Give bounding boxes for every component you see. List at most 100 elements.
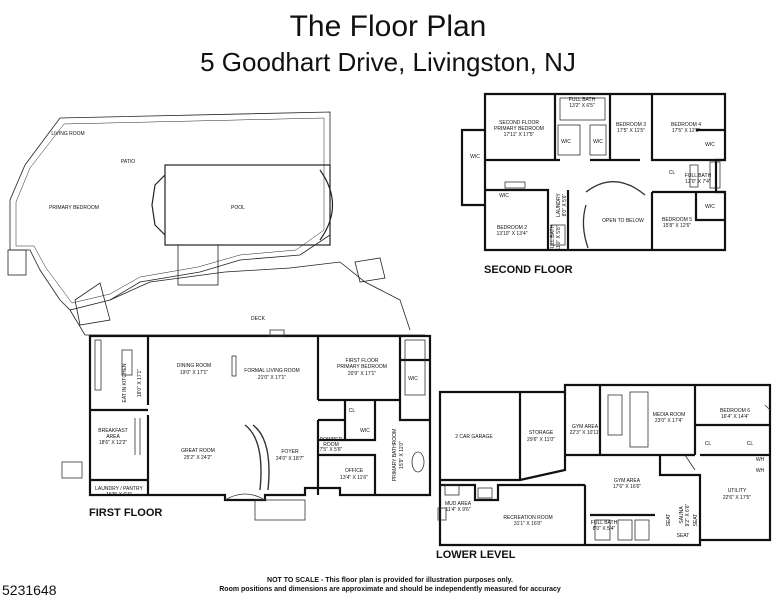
- sf-bedroom-3-dim: 17'5" X 11'5": [617, 128, 645, 134]
- site-patio-label: PATIO: [121, 159, 135, 165]
- breakfast-area-label-2: AREA: [106, 434, 120, 440]
- first-floor-fixtures: [61, 329, 426, 521]
- sf-wic-label-lower: WIC: [499, 193, 509, 199]
- sf-wic-label-right: WIC: [705, 142, 715, 148]
- second-floor-heading: SECOND FLOOR: [484, 264, 573, 276]
- ll-seat-label-3: SEAT: [677, 533, 690, 539]
- disclaimer: NOT TO SCALE - This floor plan is provid…: [160, 576, 620, 594]
- property-address: 5 Goodhart Drive, Livingston, NJ: [200, 47, 576, 77]
- office-label: OFFICE: [345, 468, 364, 474]
- office-dim: 13'4" X 11'6": [340, 475, 368, 481]
- ll-gym-area-label: GYM AREA: [614, 478, 641, 484]
- sf-primary-bedroom-label-2: PRIMARY BEDROOM: [494, 126, 544, 132]
- sf-bedroom-4-dim: 17'5" X 12'6": [672, 128, 700, 134]
- ll-utility-label: UTILITY: [728, 488, 747, 494]
- sf-wic-label-right-2: WIC: [705, 204, 715, 210]
- breakfast-area-dim: 18'6" X 12'2": [99, 440, 127, 446]
- powder-room-dim: 7'5" X 5'6": [320, 447, 343, 453]
- sf-bedroom-2-dim: 13'10" X 13'4": [496, 231, 527, 237]
- ff-primary-bathroom-dim: 15'9" X 11'0": [399, 441, 405, 469]
- ll-gym-area-top-dim: 22'3" X 10'11": [570, 430, 601, 436]
- second-floor-walls: [460, 92, 727, 252]
- sf-wic-label-mid: WIC: [561, 139, 571, 145]
- lower-level-fixtures: [437, 391, 771, 541]
- sf-open-to-below-label: OPEN TO BELOW: [602, 218, 644, 224]
- first-floor-heading: FIRST FLOOR: [89, 507, 162, 519]
- ll-cl-label: CL: [705, 441, 712, 447]
- sf-full-bath-top-dim: 13'2" X 6'5": [569, 103, 595, 109]
- sf-bedroom-5-label: BEDROOM 5: [662, 217, 692, 223]
- ll-wh-label: WH: [756, 457, 765, 463]
- ff-primary-bedroom-label-2: PRIMARY BEDROOM: [337, 364, 387, 370]
- breakfast-area-label: BREAKFAST: [98, 428, 127, 434]
- ll-bedroom-6-label: BEDROOM 6: [720, 408, 750, 414]
- ff-wic-label: WIC: [408, 376, 418, 382]
- foyer-label: FOYER: [281, 449, 299, 455]
- ll-recreation-room-dim: 31'1" X 16'0": [514, 521, 542, 527]
- sf-bedroom-3-label: BEDROOM 3: [616, 122, 646, 128]
- sf-laundry-dim: 8'0" X 5'6": [562, 193, 568, 216]
- ff-primary-bedroom-dim: 20'9" X 17'1": [348, 371, 376, 377]
- ll-recreation-room-label: RECREATION ROOM: [503, 515, 552, 521]
- sf-full-bath-mid-dim: 11'0" X 5'8": [556, 225, 562, 250]
- sf-full-bath-right-dim: 12'0" X 7'4": [685, 179, 711, 185]
- sf-full-bath-top-label: FULL BATH: [569, 97, 596, 103]
- great-room-label: GREAT ROOM: [181, 448, 215, 454]
- dining-room-label: DINING ROOM: [177, 363, 211, 369]
- site-outline: [7, 111, 425, 336]
- ll-full-bath-label: FULL BATH: [591, 520, 618, 526]
- site-pool-label: POOL: [231, 205, 245, 211]
- formal-living-room-label: FORMAL LIVING ROOM: [244, 368, 299, 374]
- sf-bedroom-4-label: BEDROOM 4: [671, 122, 701, 128]
- ll-garage-label: 2 CAR GARAGE: [455, 434, 493, 440]
- powder-room-label: POWDER: [320, 437, 343, 443]
- sf-wic-label-mid-2: WIC: [593, 139, 603, 145]
- eat-in-kitchen-dim: 18'0" X 17'1": [137, 369, 143, 397]
- site-deck-label: DECK: [251, 316, 266, 322]
- disclaimer-line-2: Room positions and dimensions are approx…: [219, 586, 561, 593]
- powder-room-label-2: ROOM: [323, 442, 339, 448]
- sf-primary-bedroom-label-1: SECOND FLOOR: [499, 120, 539, 126]
- sf-full-bath-mid-label: FULL BATH: [550, 224, 556, 251]
- sf-wic-label-left: WIC: [470, 154, 480, 160]
- sf-bedroom-2-label: BEDROOM 2: [497, 225, 527, 231]
- ll-media-room-dim: 23'0" X 17'4": [655, 418, 683, 424]
- laundry-pantry-dim: 15'9" X 6'4": [106, 492, 132, 498]
- site-living-room-label: LIVING ROOM: [51, 131, 84, 137]
- sf-full-bath-right-label: FULL BATH: [685, 173, 712, 179]
- foyer-dim: 24'0" X 18'7": [276, 456, 304, 462]
- ff-cl-label: CL: [349, 408, 356, 414]
- page-title: The Floor Plan: [289, 10, 487, 43]
- lower-level-heading: LOWER LEVEL: [436, 549, 516, 561]
- laundry-pantry-label: LAUNDRY / PANTRY: [95, 486, 143, 492]
- great-room-dim: 25'2" X 24'2": [184, 455, 212, 461]
- ll-gym-area-dim: 17'6" X 16'6": [613, 484, 641, 490]
- ll-seat-label-1: SEAT: [666, 514, 672, 527]
- ll-storage-dim: 29'6" X 11'0": [527, 437, 555, 443]
- listing-id: 5231648: [2, 582, 57, 598]
- disclaimer-line-1: NOT TO SCALE - This floor plan is provid…: [267, 577, 513, 584]
- ff-primary-bedroom-label-1: FIRST FLOOR: [346, 358, 379, 364]
- ll-sauna-dim: 9'2" X 6'6": [685, 503, 691, 526]
- ll-mud-area-dim: 11'4" X 9'6": [445, 507, 470, 513]
- dining-room-dim: 19'0" X 17'1": [180, 370, 208, 376]
- ff-wic-label-2: WIC: [360, 428, 370, 434]
- ll-utility-dim: 22'6" X 17'5": [723, 495, 751, 501]
- ll-storage-label: STORAGE: [529, 430, 554, 436]
- ll-media-room-label: MEDIA ROOM: [653, 412, 686, 418]
- sf-primary-bedroom-dim: 17'11" X 17'5": [504, 132, 535, 138]
- ll-sauna-label: SAUNA: [679, 506, 685, 524]
- site-primary-bedroom-label: PRIMARY BEDROOM: [49, 205, 99, 211]
- first-floor-walls: [88, 334, 432, 502]
- eat-in-kitchen-label: EAT IN KITCHEN: [122, 363, 128, 402]
- second-floor-fixtures: [504, 97, 721, 249]
- lower-level-walls: [438, 383, 772, 547]
- ll-wh-label-2: WH: [756, 468, 765, 474]
- ll-full-bath-dim: 8'0" X 5'4": [593, 526, 616, 532]
- ll-bedroom-6-dim: 16'4" X 14'4": [721, 414, 749, 420]
- ll-gym-area-top-label: GYM AREA: [572, 424, 599, 430]
- ff-primary-bathroom-label: PRIMARY BATHROOM: [392, 429, 398, 482]
- ll-mud-area-label: MUD AREA: [445, 501, 472, 507]
- sf-cl-label: CL: [669, 170, 676, 176]
